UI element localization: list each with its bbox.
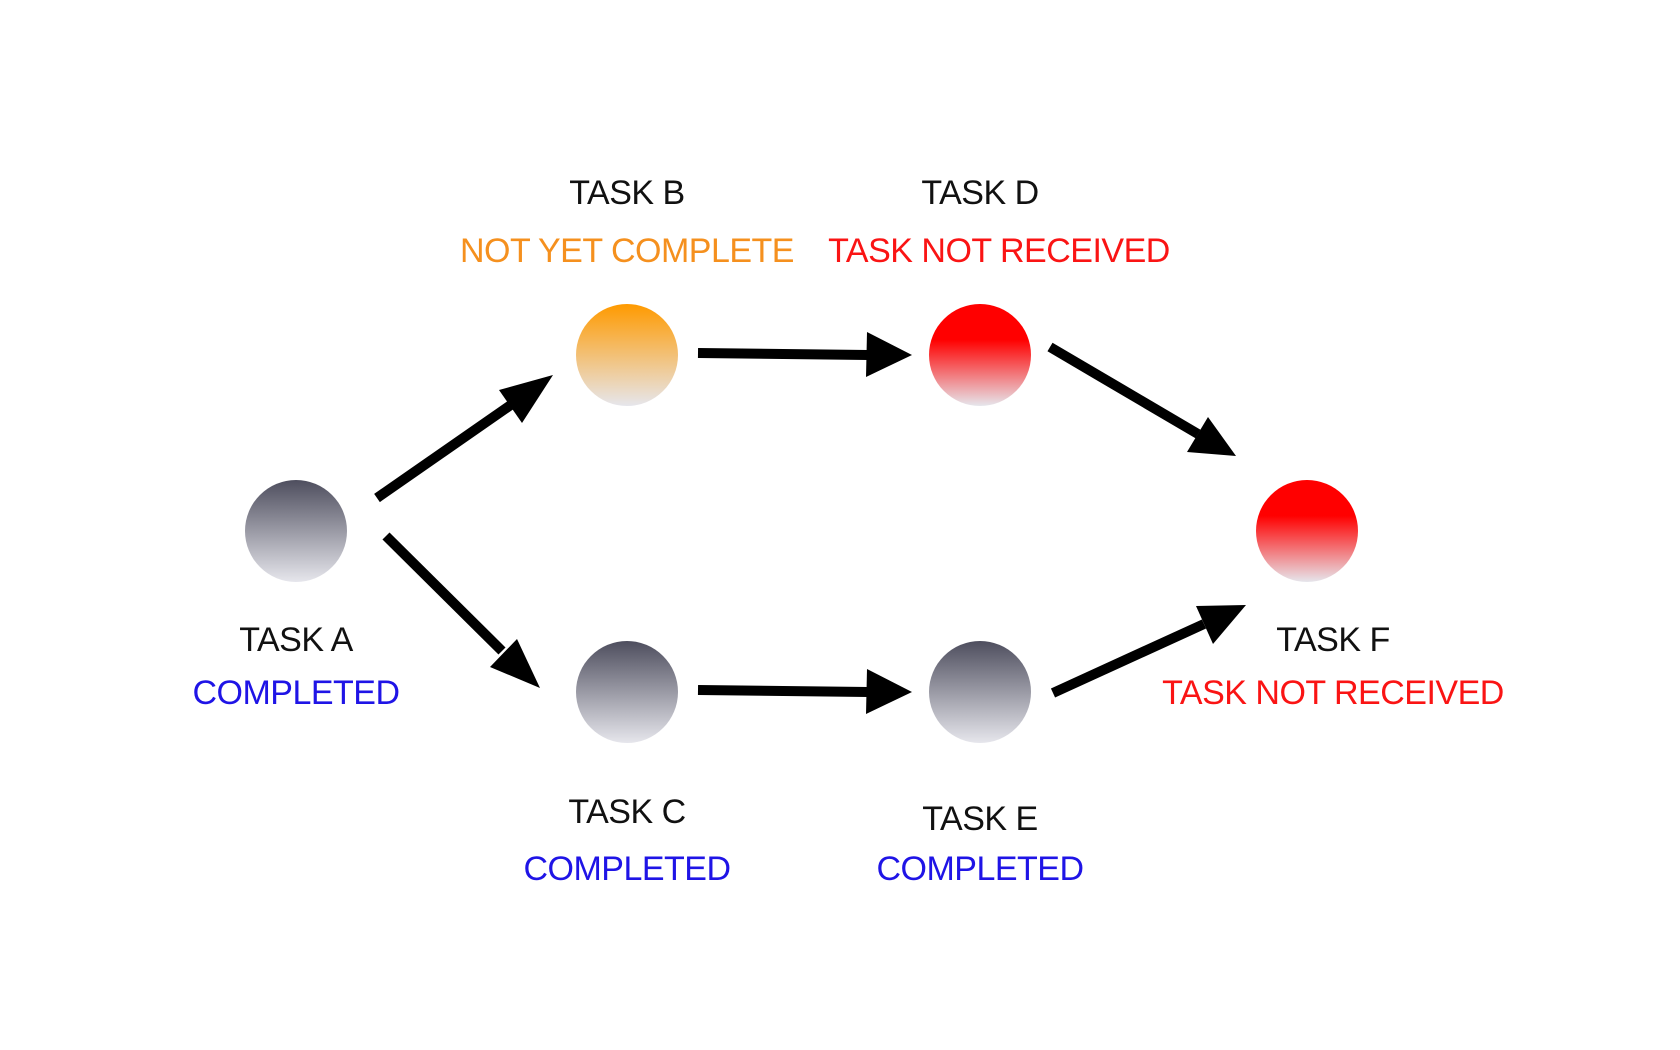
edge-shaft xyxy=(1047,342,1201,439)
edge-c-e xyxy=(697,669,912,714)
task-a-circle xyxy=(245,480,347,582)
arrow-head xyxy=(866,332,912,377)
task-c-name: TASK C xyxy=(568,793,685,831)
task-e-status: COMPLETED xyxy=(876,850,1083,888)
edge-d-f xyxy=(1047,342,1236,456)
task-d-name: TASK D xyxy=(921,174,1038,212)
task-c-status: COMPLETED xyxy=(523,850,730,888)
task-a-name: TASK A xyxy=(239,621,353,659)
task-node-e: TASK E COMPLETED xyxy=(876,641,1084,888)
arrow-head xyxy=(490,639,540,688)
edge-shaft xyxy=(1050,619,1207,698)
task-c-circle xyxy=(576,641,678,743)
arrow-head xyxy=(1196,605,1246,644)
task-node-f: TASK F TASK NOT RECEIVED xyxy=(1162,480,1504,712)
task-node-d: TASK D TASK NOT RECEIVED xyxy=(828,174,1170,406)
edge-a-b xyxy=(374,375,553,503)
edge-shaft xyxy=(374,397,518,503)
task-node-a: TASK A COMPLETED xyxy=(192,480,400,712)
arrow-head xyxy=(866,669,912,714)
task-a-status: COMPLETED xyxy=(192,674,399,712)
task-f-circle xyxy=(1256,480,1358,582)
edge-e-f xyxy=(1050,605,1246,698)
task-e-name: TASK E xyxy=(922,800,1037,838)
task-d-circle xyxy=(929,304,1031,406)
edge-shaft xyxy=(382,532,506,655)
edge-shaft xyxy=(697,685,869,697)
task-node-b: TASK B NOT YET COMPLETE xyxy=(460,174,794,406)
arrow-head xyxy=(499,375,553,423)
task-d-status: TASK NOT RECEIVED xyxy=(828,232,1170,270)
edge-b-d xyxy=(697,332,912,377)
task-b-name: TASK B xyxy=(569,174,684,212)
task-e-circle xyxy=(929,641,1031,743)
task-b-circle xyxy=(576,304,678,406)
task-b-status: NOT YET COMPLETE xyxy=(460,232,794,270)
arrow-head xyxy=(1187,417,1236,456)
edge-a-c xyxy=(382,532,540,688)
task-f-name: TASK F xyxy=(1276,621,1390,659)
edge-shaft xyxy=(697,348,869,360)
task-f-status: TASK NOT RECEIVED xyxy=(1162,674,1504,712)
task-node-c: TASK C COMPLETED xyxy=(523,641,731,888)
